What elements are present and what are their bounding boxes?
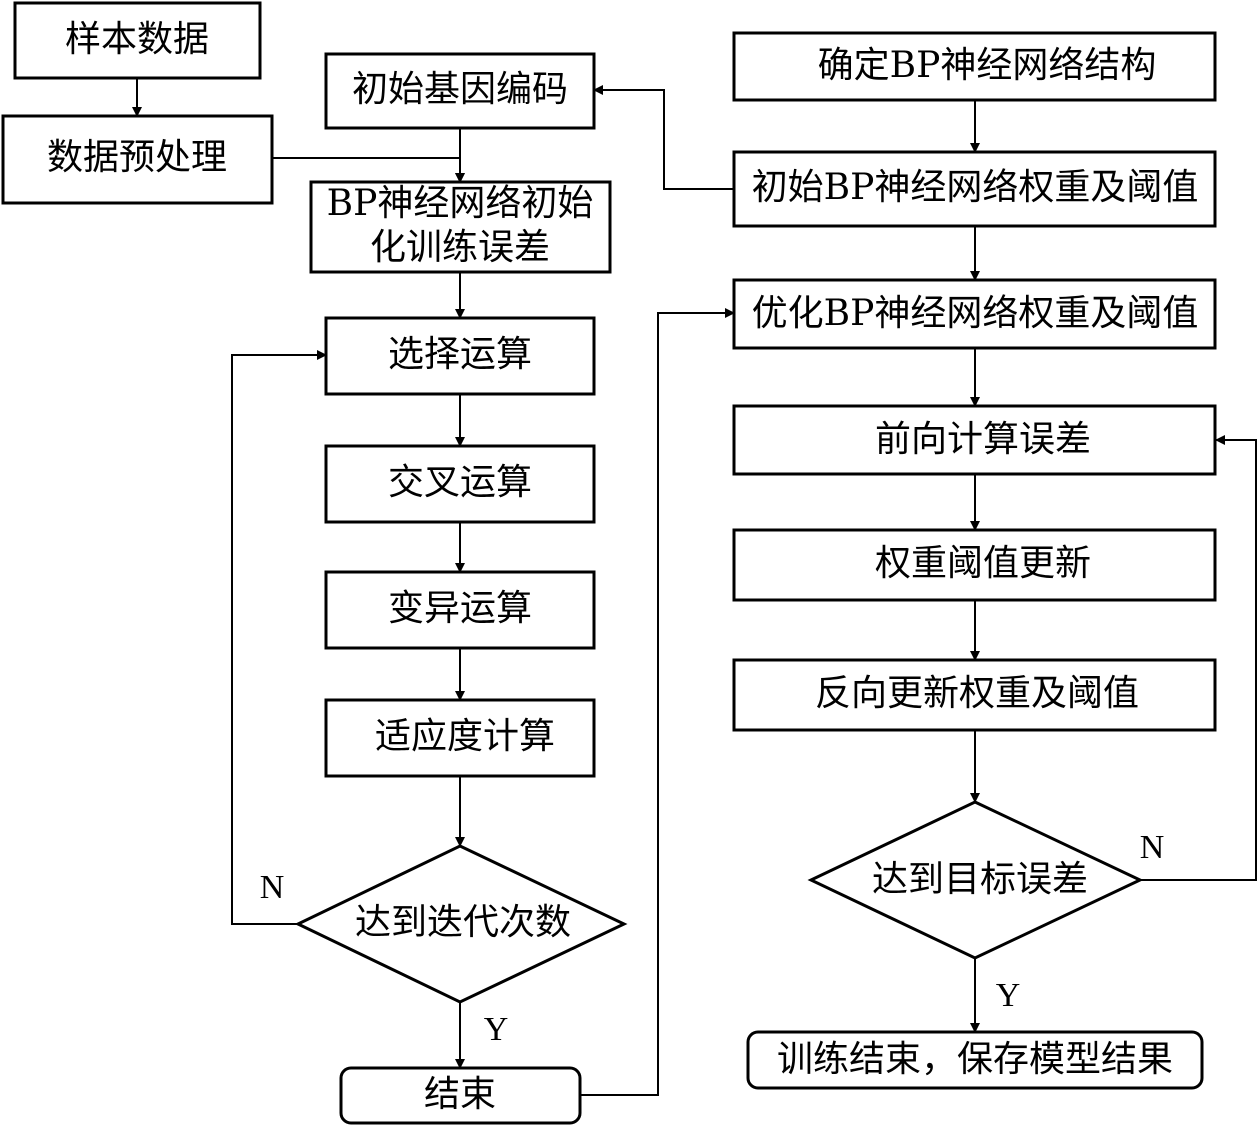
node-reach-iter-decision: 达到迭代次数 [294, 844, 628, 1004]
edge-decision-no-to-select [231, 350, 327, 925]
node-cross-op-label: 交叉运算 [388, 462, 532, 503]
node-bp-init: BP神经网络初始 化训练误差 [309, 180, 612, 274]
edge-end-to-optimize [580, 308, 735, 1096]
node-fitness-calc-label: 适应度计算 [375, 716, 555, 757]
node-reach-target-label: 达到目标误差 [872, 859, 1088, 900]
node-select-op-label: 选择运算 [388, 334, 532, 375]
edge-preprocess-to-bp-init [272, 157, 465, 183]
node-end: 结束 [339, 1066, 582, 1125]
node-optimize-bp-weights-label: 优化BP神经网络权重及阈值 [752, 293, 1199, 334]
node-preprocess-label: 数据预处理 [47, 137, 227, 178]
node-reach-target-decision: 达到目标误差 [807, 800, 1144, 960]
label-right-yes: Y [996, 977, 1021, 1014]
node-init-bp-weights: 初始BP神经网络权重及阈值 [732, 150, 1217, 228]
node-mutate-op-label: 变异运算 [388, 588, 532, 629]
node-train-end: 训练结束，保存模型结果 [746, 1030, 1204, 1090]
connectors [132, 78, 1257, 1096]
node-forward-error: 前向计算误差 [732, 404, 1217, 476]
node-init-gene-code: 初始基因编码 [324, 52, 596, 130]
node-fitness-calc: 适应度计算 [324, 698, 596, 778]
node-sample-data: 样本数据 [13, 1, 262, 80]
label-left-yes: Y [484, 1011, 509, 1048]
edge-init-weights-to-gene [593, 85, 734, 190]
node-cross-op: 交叉运算 [324, 444, 596, 524]
label-left-no: N [260, 869, 285, 906]
node-init-gene-code-label: 初始基因编码 [352, 69, 568, 110]
node-bp-init-label-line1: BP神经网络初始 [327, 183, 594, 224]
node-backward-update: 反向更新权重及阈值 [732, 658, 1217, 732]
node-weight-update: 权重阈值更新 [732, 528, 1217, 602]
node-end-label: 结束 [424, 1074, 496, 1115]
node-optimize-bp-weights: 优化BP神经网络权重及阈值 [732, 278, 1217, 350]
node-reach-iter-label: 达到迭代次数 [355, 902, 571, 943]
node-determine-bp-label: 确定BP神经网络结构 [818, 45, 1157, 86]
node-weight-update-label: 权重阈值更新 [875, 543, 1091, 584]
node-init-bp-weights-label: 初始BP神经网络权重及阈值 [752, 167, 1199, 208]
edge-target-no-to-forward [1140, 435, 1257, 881]
node-preprocess: 数据预处理 [1, 114, 274, 205]
node-select-op: 选择运算 [324, 316, 596, 396]
node-backward-update-label: 反向更新权重及阈值 [815, 673, 1139, 714]
node-sample-data-label: 样本数据 [65, 19, 209, 60]
node-train-end-label: 训练结束，保存模型结果 [777, 1039, 1173, 1080]
node-forward-error-label: 前向计算误差 [875, 419, 1091, 460]
node-determine-bp: 确定BP神经网络结构 [732, 31, 1217, 102]
node-bp-init-label-line2: 化训练误差 [370, 227, 550, 268]
node-mutate-op: 变异运算 [324, 570, 596, 650]
label-right-no: N [1140, 829, 1165, 866]
